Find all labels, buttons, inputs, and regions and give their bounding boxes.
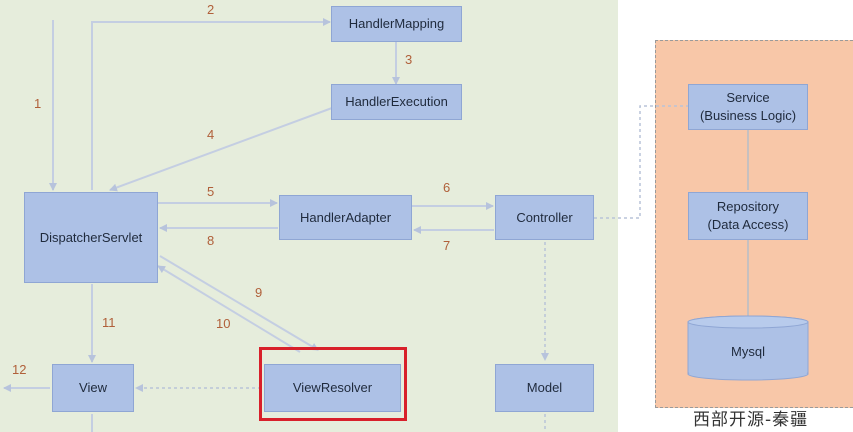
repository-sublabel: (Data Access)	[707, 217, 789, 232]
controller-box: Controller	[495, 195, 594, 240]
model-label: Model	[526, 380, 563, 396]
step-3: 3	[405, 52, 413, 67]
link-controller-service	[594, 105, 688, 219]
step-6: 6	[443, 180, 451, 195]
step-1: 1	[34, 96, 42, 111]
handler-execution-box: HandlerExecution	[331, 84, 462, 120]
view-resolver-label: ViewResolver	[292, 380, 373, 396]
handler-execution-label: HandlerExecution	[345, 94, 448, 110]
arrow-10	[157, 265, 301, 353]
step-10: 10	[216, 316, 231, 331]
handler-mapping-box: HandlerMapping	[331, 6, 462, 42]
watermark-text: 西部开源-秦疆	[693, 410, 809, 430]
step-2: 2	[207, 2, 215, 17]
mysql-box: Mysql	[688, 330, 808, 374]
handler-mapping-label: HandlerMapping	[348, 16, 445, 32]
mysql-cylinder-shape	[687, 315, 809, 381]
step-4: 4	[207, 127, 215, 142]
step-12: 12	[12, 362, 27, 377]
arrow-4	[109, 107, 333, 192]
view-box: View	[52, 364, 134, 412]
service-sublabel: (Business Logic)	[699, 108, 797, 123]
view-resolver-highlight	[259, 347, 407, 421]
step-9: 9	[255, 285, 263, 300]
view-resolver-box: ViewResolver	[264, 364, 401, 412]
model-box: Model	[495, 364, 594, 412]
dispatcher-servlet-label: DispatcherServlet	[39, 229, 143, 245]
repository-box: Repository (Data Access)	[688, 192, 808, 240]
handler-adapter-box: HandlerAdapter	[279, 195, 412, 240]
step-5: 5	[207, 184, 215, 199]
controller-label: Controller	[516, 209, 573, 225]
arrow-2	[91, 18, 331, 190]
step-11: 11	[102, 315, 116, 330]
step-8: 8	[207, 233, 215, 248]
arrow-9	[159, 255, 319, 351]
service-box: Service (Business Logic)	[688, 84, 808, 130]
repository-label: Repository	[716, 199, 780, 215]
mysql-label: Mysql	[731, 344, 765, 360]
dispatcher-servlet-box: DispatcherServlet	[24, 192, 158, 283]
view-label: View	[79, 380, 107, 396]
handler-adapter-label: HandlerAdapter	[299, 209, 392, 225]
service-label: Service	[726, 90, 770, 106]
step-7: 7	[443, 238, 451, 253]
